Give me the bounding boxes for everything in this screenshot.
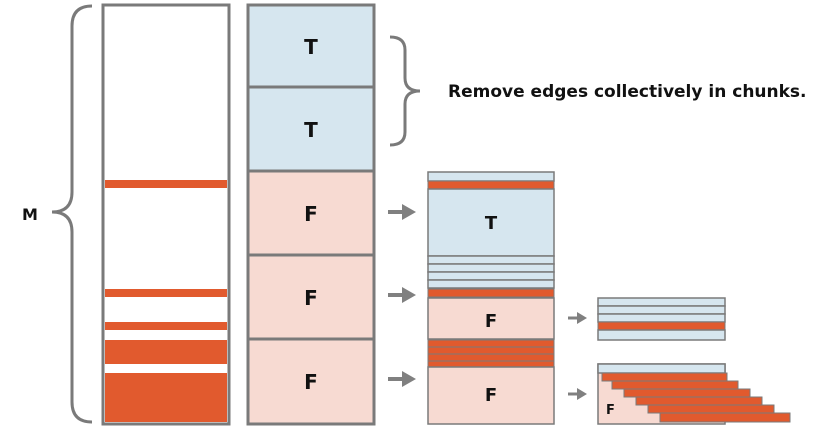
chunk-true [246,3,376,89]
fine-chunk-true [597,305,726,315]
fine-chunk-stack [597,297,726,341]
staircase-red [647,404,775,414]
chunk-label: T [304,118,318,142]
chunk-label: T [304,35,318,59]
sub-chunk-red [427,346,555,355]
sub-chunk-label: F [485,385,497,406]
fine-chunk-true [597,297,726,307]
fine-chunk-true [597,313,726,323]
sub-chunk-true [427,255,555,265]
annotation-text: Remove edges collectively in chunks. [448,82,807,102]
red-edge-block [105,340,227,364]
staircase-red [623,388,751,398]
fine-chunk-true [597,329,726,341]
sub-chunk-label: F [485,311,497,332]
m-brace [51,4,93,424]
arrow-icon [388,287,416,303]
sub-chunk-red [427,288,555,298]
arrow-icon [388,204,416,220]
staircase-red [611,380,739,390]
sub-chunk-true [427,271,555,281]
chunk-label: F [304,286,318,310]
sub-chunk-red [427,180,555,190]
red-edge [105,180,227,188]
staircase-red [635,396,763,406]
sub-chunk-true [427,279,555,289]
small-arrow-icon [568,388,587,400]
chunk-label: F [304,202,318,226]
chunk-column: T T F F F [246,3,376,426]
sub-chunk-red [427,353,555,362]
sub-chunk-false [427,297,555,340]
sub-chunk-true [427,263,555,273]
sub-chunk-false [427,366,555,425]
arrow-icon [388,371,416,387]
red-edge [105,289,227,297]
staircase-stack: F [597,363,791,425]
annotation-brace [389,35,421,147]
sub-chunk-true [427,188,555,257]
red-edge [105,322,227,330]
sub-chunk-red [427,360,555,368]
chunk-label: F [304,370,318,394]
sub-chunk-red [427,339,555,348]
chunk-false [246,169,376,257]
edge-list-column [101,3,231,426]
staircase-label: F [606,403,615,418]
m-label: M [22,205,38,224]
sub-chunk-label: T [485,213,498,234]
staircase-red [601,372,728,382]
sub-chunk-true [427,171,555,182]
staircase-red [659,412,791,423]
chunk-false [246,337,376,426]
fine-chunk-red [597,321,726,331]
small-arrow-icon [568,312,587,324]
staircase-top [597,363,726,374]
sub-chunk-column: T F F [427,171,555,425]
red-edge-block [105,373,227,422]
